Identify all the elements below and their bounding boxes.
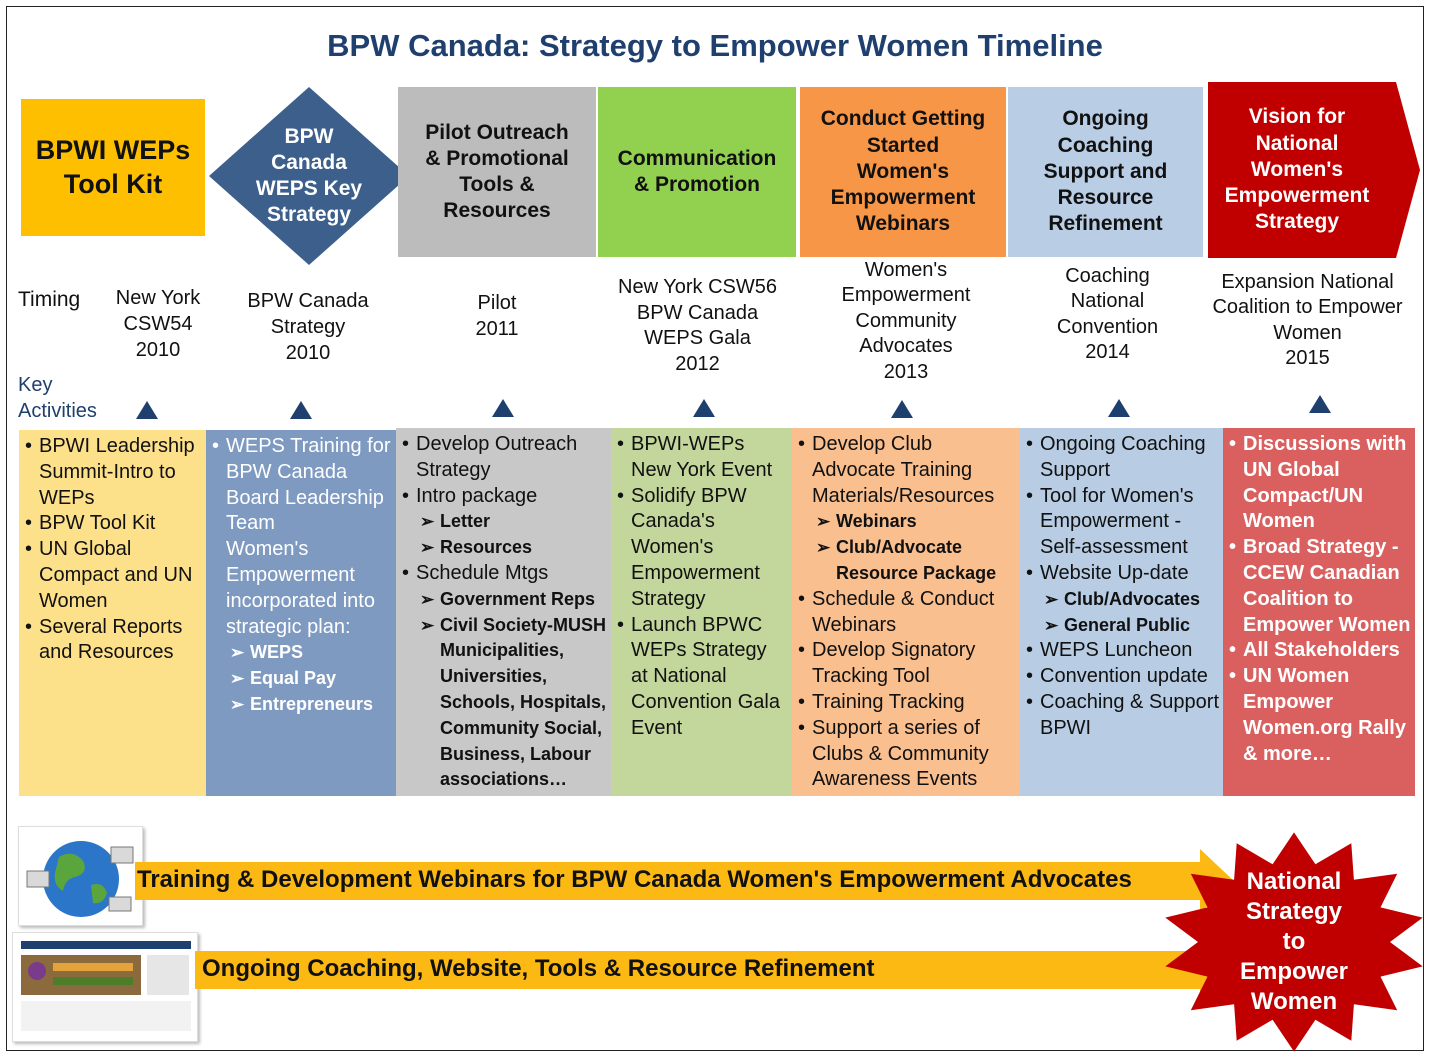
timing-label: Timing: [18, 288, 81, 311]
activity-item: BPWI Leadership Summit-Intro to WEPs: [25, 434, 202, 511]
diamond-shape: [209, 87, 409, 265]
header-vision-arrow: Vision for National Women's Empowerment …: [1208, 82, 1420, 258]
activity-item: Schedule & Conduct Webinars: [798, 587, 1016, 639]
marker-triangle: [1309, 395, 1331, 413]
header-strategy-diamond: BPW Canada WEPS Key Strategy: [209, 87, 409, 265]
activity-item: Develop Signatory Tracking Tool: [798, 638, 1016, 690]
activity-item: WEPS Luncheon: [1026, 638, 1219, 664]
activity-item: Women's Empowerment incorporated into st…: [226, 538, 375, 638]
globe-computers-icon: [18, 826, 143, 926]
activity-item: Solidify BPW Canada's Women's Empowermen…: [617, 484, 788, 613]
activity-item: BPW Tool Kit: [25, 511, 202, 537]
activity-item: Launch BPWC WEPs Strategy at National Co…: [617, 613, 788, 742]
marker-triangle: [492, 399, 514, 417]
activity-item: BPWI-WEPs New York Event: [617, 432, 788, 484]
timing-2010-csw54: New York CSW54 2010: [115, 287, 201, 361]
vision-arrow-shape: [1208, 82, 1420, 258]
marker-triangle: [136, 401, 158, 419]
header-toolkit: BPWI WEPs Tool Kit: [21, 99, 205, 236]
activity-item: Ongoing Coaching Support: [1026, 432, 1219, 484]
marker-triangle: [1108, 399, 1130, 417]
activity-item: Intro package: [402, 484, 607, 510]
website-thumbnail-icon: [12, 932, 198, 1042]
header-webinars: Conduct Getting Started Women's Empowerm…: [800, 87, 1006, 257]
coaching-arrow-label: Ongoing Coaching, Website, Tools & Resou…: [202, 955, 875, 982]
burst-polygon: [1165, 832, 1423, 1052]
activity-item: Tool for Women's Empowerment - Self-asse…: [1026, 484, 1219, 561]
burst-shape: [1165, 832, 1423, 1052]
training-arrow-label: Training & Development Webinars for BPW …: [137, 866, 1132, 893]
marker-triangle: [693, 399, 715, 417]
activity-item: Training Tracking: [798, 690, 1016, 716]
activity-subitem: Webinars: [798, 509, 1016, 535]
page-title: BPW Canada: Strategy to Empower Women Ti…: [327, 28, 1103, 63]
activity-item: UN Women Empower Women.org Rally & more…: [1229, 664, 1411, 767]
key-activities-label: Key Activities: [18, 374, 97, 422]
activities-column-webinars: Develop Club Advocate Training Materials…: [792, 428, 1020, 796]
header-strategy-label: BPW Canada WEPS Key Strategy: [255, 124, 363, 227]
activity-subitem: Club/Advocate Resource Package: [798, 535, 1016, 587]
activity-item: Develop Outreach Strategy: [402, 432, 607, 484]
activity-subitem: Letter: [402, 509, 607, 535]
activity-item: Convention update: [1026, 664, 1219, 690]
activities-column-strategy: WEPS Training for BPW Canada Board Leade…: [206, 430, 396, 796]
activities-column-communication: BPWI-WEPs New York EventSolidify BPW Can…: [611, 428, 792, 796]
timing-2011: Pilot 2011: [475, 292, 519, 340]
activity-subitem: Entrepreneurs: [212, 692, 392, 718]
activity-item: Discussions with UN Global Compact/UN Wo…: [1229, 432, 1411, 535]
activity-item: All Stakeholders: [1229, 638, 1411, 664]
activity-subitem: General Public: [1026, 613, 1219, 639]
timing-2014: Coaching National Convention 2014: [1056, 265, 1159, 364]
activities-column-toolkit: BPWI Leadership Summit-Intro to WEPsBPW …: [19, 430, 206, 796]
activities-column-coaching: Ongoing Coaching SupportTool for Women's…: [1020, 428, 1223, 796]
header-communication: Communication & Promotion: [598, 87, 796, 257]
header-pilot: Pilot Outreach & Promotional Tools & Res…: [398, 87, 596, 257]
timing-2010-strategy: BPW Canada Strategy 2010: [247, 290, 369, 364]
activity-item: UN Global Compact and UN Women: [25, 537, 202, 614]
training-arrow-shaft: [135, 862, 1203, 900]
slide-frame: [6, 6, 1424, 1051]
timing-2012: New York CSW56 BPW Canada WEPS Gala 2012: [618, 276, 777, 375]
activities-column-pilot: Develop Outreach StrategyIntro packageLe…: [396, 428, 611, 796]
header-vision-label: Vision for National Women's Empowerment …: [1224, 105, 1370, 234]
activity-subitem: Government Reps: [402, 587, 607, 613]
activity-item: Schedule Mtgs: [402, 561, 607, 587]
activity-item: Broad Strategy - CCEW Canadian Coalition…: [1229, 535, 1411, 638]
activities-column-vision: Discussions with UN Global Compact/UN Wo…: [1223, 428, 1415, 796]
burst-label: National Strategy to Empower Women: [1239, 868, 1349, 1015]
marker-triangle: [290, 401, 312, 419]
activity-item: Website Up-date: [1026, 561, 1219, 587]
activity-subitem: Equal Pay: [212, 666, 392, 692]
activity-item: Coaching & Support BPWI: [1026, 690, 1219, 742]
activity-item: WEPS Training for BPW Canada Board Leade…: [212, 434, 392, 537]
activity-item: Support a series of Clubs & Community Aw…: [798, 716, 1016, 793]
activity-item: Develop Club Advocate Training Materials…: [798, 432, 1016, 509]
marker-triangle: [891, 400, 913, 418]
activity-item: Several Reports and Resources: [25, 615, 202, 667]
activity-subitem: WEPS: [212, 640, 392, 666]
activity-subitem: Resources: [402, 535, 607, 561]
header-coaching: Ongoing Coaching Support and Resource Re…: [1008, 87, 1203, 257]
coaching-arrow-shaft: [195, 951, 1203, 989]
timing-2013: Women's Empowerment Community Advocates …: [841, 259, 971, 383]
national-strategy-burst: National Strategy to Empower Women: [1160, 832, 1428, 1052]
activity-subitem: Club/Advocates: [1026, 587, 1219, 613]
activity-subitem: Civil Society-MUSH Municipalities, Unive…: [402, 613, 607, 794]
timing-2015: Expansion National Coalition to Empower …: [1212, 271, 1403, 370]
